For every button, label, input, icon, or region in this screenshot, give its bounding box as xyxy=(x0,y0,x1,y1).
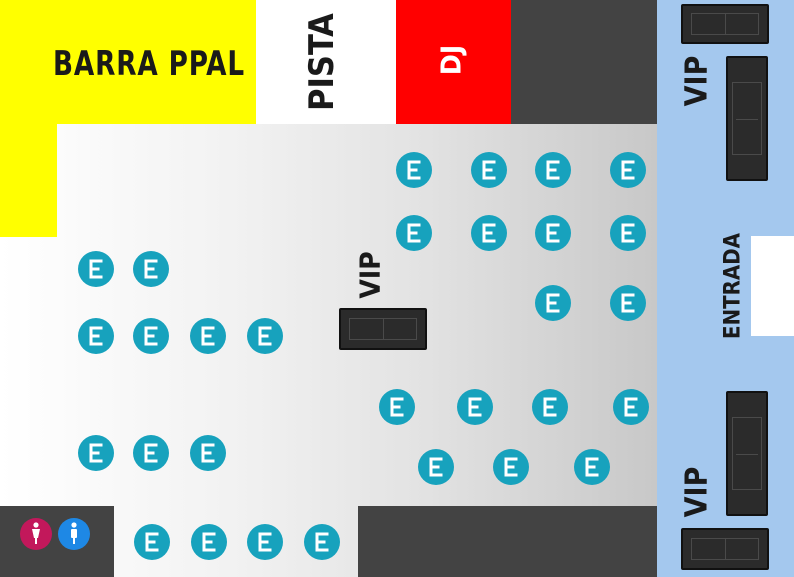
cafe-table-icon[interactable] xyxy=(610,152,646,188)
cafe-table-icon[interactable] xyxy=(133,318,169,354)
cafe-table-icon[interactable] xyxy=(418,449,454,485)
cafe-table-icon[interactable] xyxy=(190,435,226,471)
sofa-icon[interactable] xyxy=(681,4,769,44)
cafe-table-icon[interactable] xyxy=(379,389,415,425)
cafe-table-icon[interactable] xyxy=(133,251,169,287)
cafe-table-icon[interactable] xyxy=(396,215,432,251)
cafe-table-icon[interactable] xyxy=(535,215,571,251)
restrooms-zone xyxy=(0,506,114,577)
barra-label: BARRA PPAL xyxy=(53,44,246,84)
cafe-table-icon[interactable] xyxy=(78,318,114,354)
pista-zone xyxy=(256,0,396,124)
cafe-table-icon[interactable] xyxy=(247,318,283,354)
cafe-table-icon[interactable] xyxy=(613,389,649,425)
cafe-table-icon[interactable] xyxy=(78,251,114,287)
cafe-table-icon[interactable] xyxy=(610,285,646,321)
pista-label: PISTA xyxy=(302,13,342,111)
cafe-table-icon[interactable] xyxy=(535,285,571,321)
entrada-label: ENTRADA xyxy=(720,233,746,339)
cafe-table-icon[interactable] xyxy=(396,152,432,188)
vip-top-label: VIP xyxy=(679,55,715,107)
cafe-table-icon[interactable] xyxy=(134,524,170,560)
men-restroom-icon xyxy=(58,518,90,550)
vip-bottom-label: VIP xyxy=(679,466,715,518)
main-bar-extension xyxy=(0,124,57,237)
cafe-table-icon[interactable] xyxy=(457,389,493,425)
backstage-zone-top xyxy=(511,0,657,124)
entrance-box xyxy=(751,236,794,336)
sofa-icon[interactable] xyxy=(726,56,768,181)
service-zone-bottom xyxy=(358,506,657,577)
vip-middle-label: VIP xyxy=(353,251,387,299)
cafe-table-icon[interactable] xyxy=(78,435,114,471)
sofa-icon[interactable] xyxy=(339,308,427,350)
women-restroom-icon xyxy=(20,518,52,550)
cafe-table-icon[interactable] xyxy=(532,389,568,425)
cafe-table-icon[interactable] xyxy=(471,215,507,251)
cafe-table-icon[interactable] xyxy=(247,524,283,560)
cafe-table-icon[interactable] xyxy=(191,524,227,560)
cafe-table-icon[interactable] xyxy=(535,152,571,188)
dj-booth xyxy=(396,0,511,124)
dj-label: DJ xyxy=(434,44,468,76)
sofa-icon[interactable] xyxy=(681,528,769,570)
cafe-table-icon[interactable] xyxy=(493,449,529,485)
cafe-table-icon[interactable] xyxy=(133,435,169,471)
cafe-table-icon[interactable] xyxy=(190,318,226,354)
cafe-table-icon[interactable] xyxy=(471,152,507,188)
cafe-table-icon[interactable] xyxy=(304,524,340,560)
sofa-icon[interactable] xyxy=(726,391,768,516)
cafe-table-icon[interactable] xyxy=(574,449,610,485)
cafe-table-icon[interactable] xyxy=(610,215,646,251)
main-bar-zone xyxy=(0,0,256,124)
